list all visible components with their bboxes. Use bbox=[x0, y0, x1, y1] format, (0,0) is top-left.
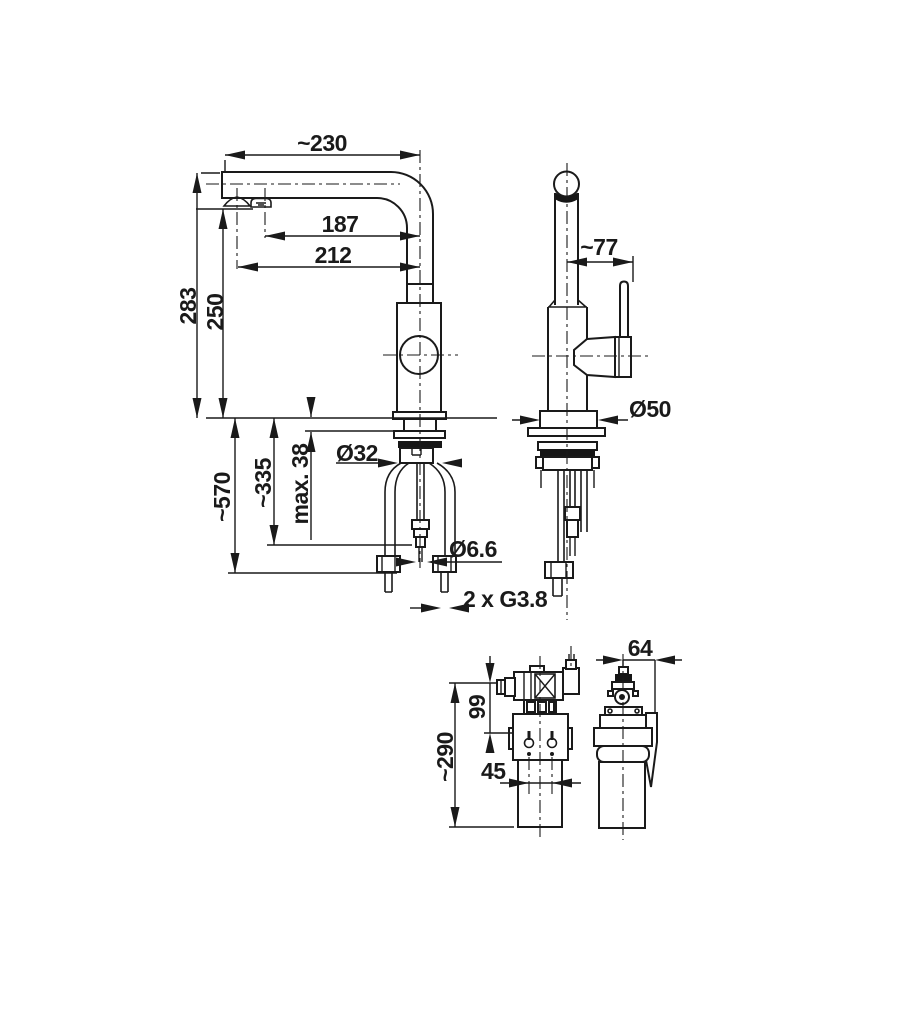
dim-outlet-filtered-label: 187 bbox=[322, 211, 359, 237]
handle-lever bbox=[619, 280, 629, 338]
dim-stud-diameter-label: Ø6.6 bbox=[449, 536, 497, 562]
dim-wall-offset-label: 64 bbox=[628, 635, 653, 661]
filter-head-tab-right bbox=[567, 727, 573, 750]
dim-filter-height: ~290 bbox=[432, 682, 514, 828]
filter-side-view: 64 bbox=[593, 635, 682, 840]
front-base-flange bbox=[539, 410, 598, 429]
filter-elbow-stub bbox=[568, 654, 575, 660]
dim-spout-reach-label: ~230 bbox=[297, 130, 347, 156]
filter-front-view: ~290 99 45 bbox=[432, 646, 581, 838]
dim-mounting-hole: Ø32 bbox=[336, 440, 462, 468]
dim-slot-spacing: 45 bbox=[481, 757, 581, 794]
dim-base-diameter-label: Ø50 bbox=[629, 396, 671, 422]
plate-hole-right bbox=[634, 708, 640, 714]
handle-sleeve bbox=[614, 336, 632, 378]
stud-tail bbox=[418, 547, 423, 562]
dim-mounting-hole-label: Ø32 bbox=[336, 440, 378, 466]
front-hose-nut bbox=[544, 561, 574, 579]
dim-filter-hose-length: ~335 bbox=[250, 418, 412, 546]
dim-hose-length: ~570 bbox=[209, 418, 397, 574]
dim-spout-reach: ~230 bbox=[224, 130, 420, 172]
dim-filter-height-label: ~290 bbox=[432, 732, 458, 782]
dim-base-diameter: Ø50 bbox=[512, 396, 671, 425]
hose-left-nut-facets bbox=[381, 556, 396, 572]
aerator-inner-ticks bbox=[256, 202, 266, 206]
front-tab-stubs bbox=[540, 470, 595, 488]
dim-height-outlet-label: 250 bbox=[202, 294, 228, 331]
hose-right bbox=[428, 462, 456, 556]
mounting-stud bbox=[416, 463, 425, 520]
aerator-filtered bbox=[250, 197, 272, 208]
front-spout-tube bbox=[554, 193, 579, 305]
dim-handle-offset-label: ~77 bbox=[580, 234, 618, 260]
dim-outlet-mixed-label: 212 bbox=[315, 242, 352, 268]
hose-right-stub bbox=[440, 572, 449, 593]
faucet-front-view: ~77 Ø50 bbox=[512, 163, 671, 620]
filter-barb-fitting-1 bbox=[504, 677, 516, 697]
front-hose-nut-facets bbox=[550, 562, 567, 578]
dim-hose-length-label: ~570 bbox=[209, 472, 235, 522]
filter-neck-detail-2 bbox=[537, 701, 547, 713]
dim-height-outlet: 250 bbox=[202, 209, 228, 418]
spout-tube-lower bbox=[406, 284, 434, 303]
dim-outlet-mixed: 212 bbox=[238, 242, 420, 272]
filter-head-tab-left bbox=[508, 727, 514, 750]
dim-handle-offset: ~77 bbox=[567, 234, 634, 282]
front-nut-tab-right bbox=[591, 456, 600, 469]
filter-valve-box bbox=[534, 673, 556, 699]
dim-counter-thickness-label: max. 38 bbox=[287, 443, 313, 525]
hose-left-stub bbox=[384, 572, 393, 593]
filter-side-body bbox=[598, 761, 646, 829]
dim-filter-head-height-label: 99 bbox=[464, 695, 490, 720]
dim-hose-thread-label: 2 x G3.8 bbox=[463, 586, 548, 612]
dim-wall-offset: 64 bbox=[596, 635, 682, 712]
dim-stud-diameter: Ø6.6 bbox=[396, 536, 502, 567]
dim-height-spout-top-label: 283 bbox=[175, 288, 201, 325]
dim-height-spout-top: 283 bbox=[175, 172, 220, 418]
valve-tab-right bbox=[632, 690, 639, 697]
front-nut-tab-left bbox=[535, 456, 544, 469]
filter-elbow-fitting bbox=[562, 667, 580, 695]
dim-filter-hose-length-label: ~335 bbox=[250, 457, 276, 508]
hose-left bbox=[384, 462, 410, 556]
dim-hose-thread: 2 x G3.8 bbox=[410, 586, 548, 613]
filter-manifold-top-bump bbox=[529, 665, 545, 673]
front-stud-tail bbox=[569, 537, 576, 556]
dim-slot-spacing-label: 45 bbox=[481, 758, 506, 784]
front-stud-connector-low bbox=[566, 519, 579, 538]
mounting-slot-left bbox=[523, 731, 535, 756]
mounting-slot-right bbox=[546, 731, 558, 756]
filter-valve-cross bbox=[534, 673, 556, 699]
dim-outlet-filtered: 187 bbox=[265, 211, 420, 241]
filter-manifold-lines bbox=[523, 672, 532, 700]
handle-joint bbox=[573, 335, 616, 379]
plate-hole-left bbox=[607, 708, 613, 714]
dim-filter-head-height: 99 bbox=[464, 656, 513, 753]
valve-tab-left bbox=[607, 690, 614, 697]
filter-neck-detail-3 bbox=[548, 701, 555, 713]
faucet-side-view: ~230 187 212 283 250 bbox=[175, 130, 548, 613]
filter-neck-detail-1 bbox=[526, 701, 536, 713]
dim-counter-thickness: max. 38 bbox=[287, 397, 316, 540]
front-hose-stub bbox=[552, 578, 563, 597]
valve-wheel-center bbox=[619, 694, 625, 700]
